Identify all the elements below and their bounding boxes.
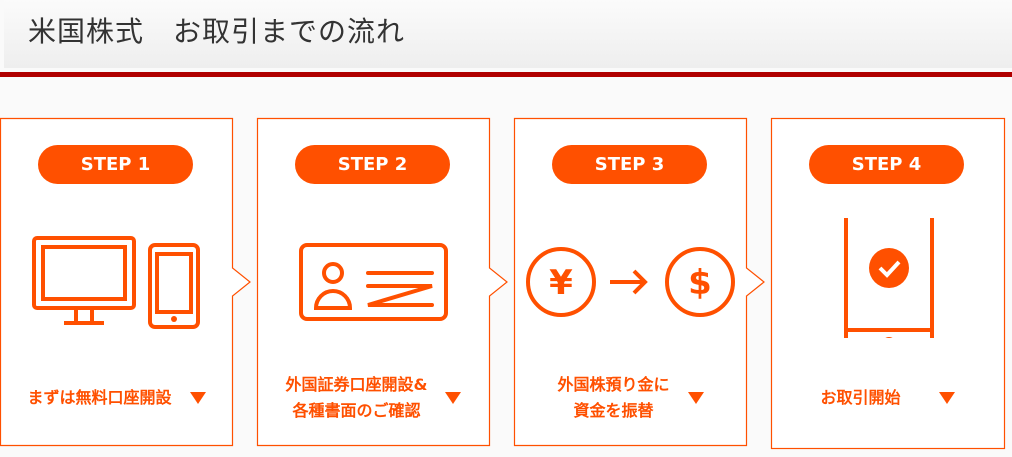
svg-text:¥: ¥ xyxy=(549,263,573,303)
header-divider xyxy=(0,72,1012,77)
step-label: まずは無料口座開設 xyxy=(27,388,172,407)
id-card-icon xyxy=(299,243,448,321)
step-3-card[interactable]: STEP 3 ¥ $ 外国株預り金に 資金を振替 xyxy=(513,117,765,447)
step-badge: STEP 1 xyxy=(38,145,193,184)
expand-triangle-icon[interactable] xyxy=(687,392,704,404)
step-2-card[interactable]: STEP 2 外国証券口座開設& 各種書面のご確認 xyxy=(256,117,508,447)
step-label: 外国株預り金に 資金を振替 xyxy=(557,375,670,420)
step-1-card[interactable]: STEP 1 まずは無料口座開設 xyxy=(0,117,251,447)
expand-triangle-icon[interactable] xyxy=(189,392,206,404)
computer-and-phone-icon xyxy=(32,236,200,329)
phone-check-icon xyxy=(844,218,934,338)
page-header: 米国株式 お取引までの流れ xyxy=(4,0,1012,68)
expand-triangle-icon[interactable] xyxy=(445,392,462,404)
step-frame xyxy=(256,117,508,447)
step-badge: STEP 2 xyxy=(295,145,450,184)
svg-text:$: $ xyxy=(688,263,712,303)
page-title: 米国株式 お取引までの流れ xyxy=(28,15,406,48)
step-badge: STEP 4 xyxy=(809,145,964,184)
step-badge: STEP 3 xyxy=(552,145,707,184)
expand-triangle-icon[interactable] xyxy=(938,392,955,404)
step-label: 外国証券口座開設& 各種書面のご確認 xyxy=(285,375,428,420)
yen-to-dollar-icon: ¥ $ xyxy=(526,247,735,317)
step-label: お取引開始 xyxy=(820,388,901,407)
step-4-card[interactable]: STEP 4 お取引開始 xyxy=(770,117,1006,450)
